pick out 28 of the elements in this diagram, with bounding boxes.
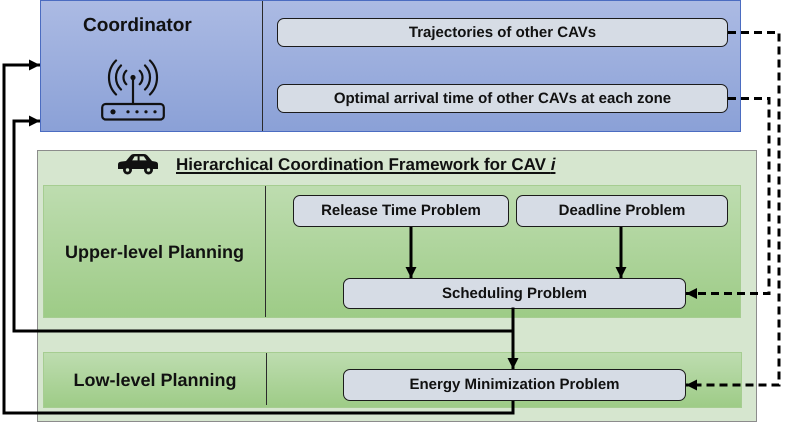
- process-box: [277, 18, 728, 47]
- process-label: Energy Minimization Problem: [409, 376, 620, 394]
- section-label: Low-level Planning: [73, 369, 237, 391]
- process-label: Release Time Problem: [321, 202, 481, 220]
- panel-heading: Coordinator: [83, 15, 192, 37]
- planning-panel: [43, 352, 742, 408]
- dashed-arrow: [686, 31, 780, 390]
- arrow: [508, 331, 518, 369]
- planning-panel: [43, 185, 741, 318]
- connector-line: [512, 308, 514, 332]
- process-box: [277, 84, 728, 113]
- process-box: [343, 278, 686, 309]
- elbow-arrow: [12, 116, 513, 332]
- process-label: Scheduling Problem: [442, 284, 588, 302]
- process-label: Optimal arrival time of other CAVs at each zone: [334, 90, 672, 108]
- framework-panel: [37, 150, 757, 422]
- dashed-arrow: [686, 97, 770, 299]
- coordinator-panel: [40, 0, 741, 132]
- arrow: [616, 227, 626, 278]
- arrow: [406, 227, 416, 278]
- section-label: Upper-level Planning: [64, 240, 244, 262]
- process-box: [343, 369, 686, 401]
- elbow-arrow: [2, 60, 514, 414]
- process-box: [516, 195, 728, 227]
- process-label: Trajectories of other CAVs: [408, 24, 596, 42]
- process-label: Deadline Problem: [558, 202, 686, 220]
- process-box: [293, 195, 509, 227]
- panel-title: Hierarchical Coordination Framework for CAV i: [176, 154, 556, 176]
